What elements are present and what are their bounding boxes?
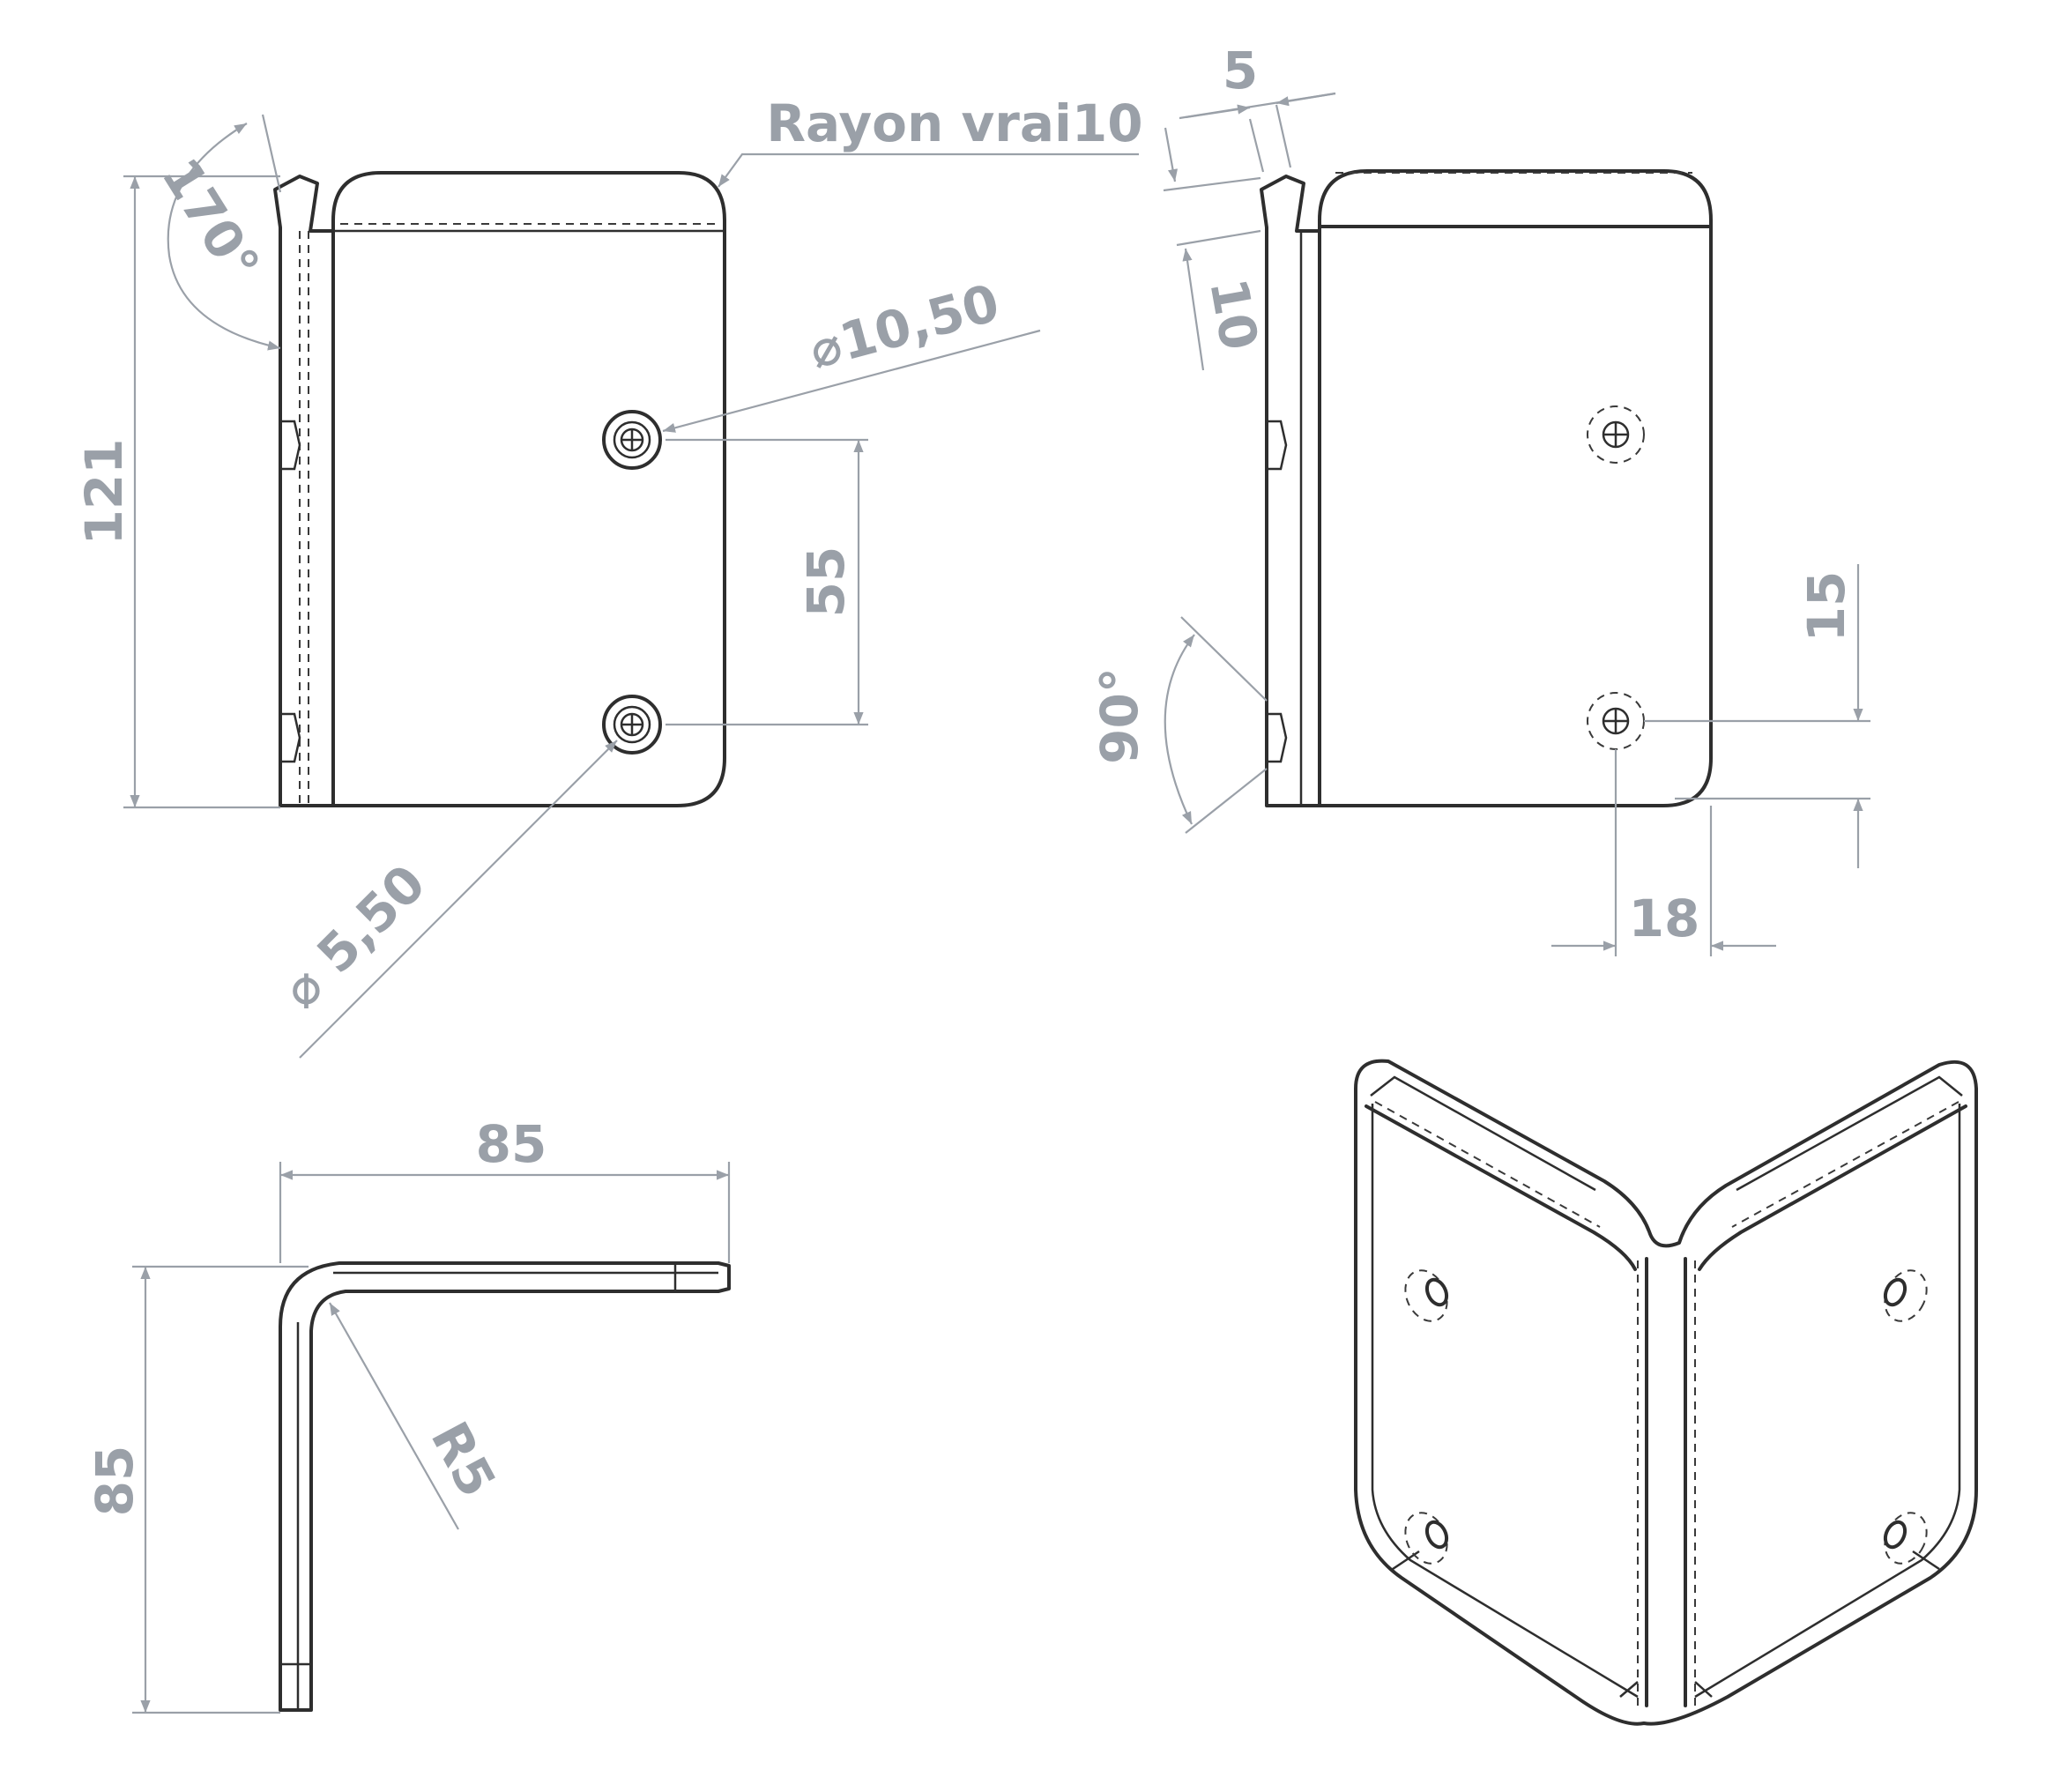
bend-radius-label: R5 [420,1412,508,1506]
height-85-vertical-label: 85 [85,1446,145,1517]
angle-90-label: 90° [1089,667,1149,764]
iso-hole-right-lower [1883,1512,1928,1565]
diameter-5-50-symbol: ⌀ [271,955,335,1020]
iso-hole-left-lower [1404,1512,1449,1565]
offset-18-label: 18 [1629,889,1700,948]
hole-side-lower [1587,692,1645,750]
hole-lower [602,695,662,755]
isometric-view [1354,1059,1978,1726]
offset-15-label: 15 [1796,571,1856,643]
flange-10-label: 10 [1198,274,1269,354]
front-view: 170° Rayon vrai10 121 ⌀ 10,50 55 ⌀ 5,50 [74,93,1143,1059]
diameter-10-50-label: 10,50 [834,272,1006,372]
height-121-label: 121 [74,438,134,545]
diameter-5-50-label: 5,50 [306,853,437,985]
iso-hole-right-upper [1883,1269,1928,1322]
hole-side-upper [1587,405,1645,464]
hole-upper [602,410,662,470]
flange-5-label: 5 [1223,41,1258,100]
iso-hole-left-upper [1404,1269,1449,1322]
spacing-55-label: 55 [796,547,856,618]
width-85-horizontal-label: 85 [476,1114,547,1174]
top-view: 85 85 R5 [85,1114,731,1714]
rayon-vrai-label: Rayon vrai10 [766,93,1142,153]
angle-170-label: 170° [150,148,271,292]
side-view: 5 10 90° 15 18 [1089,41,1870,956]
